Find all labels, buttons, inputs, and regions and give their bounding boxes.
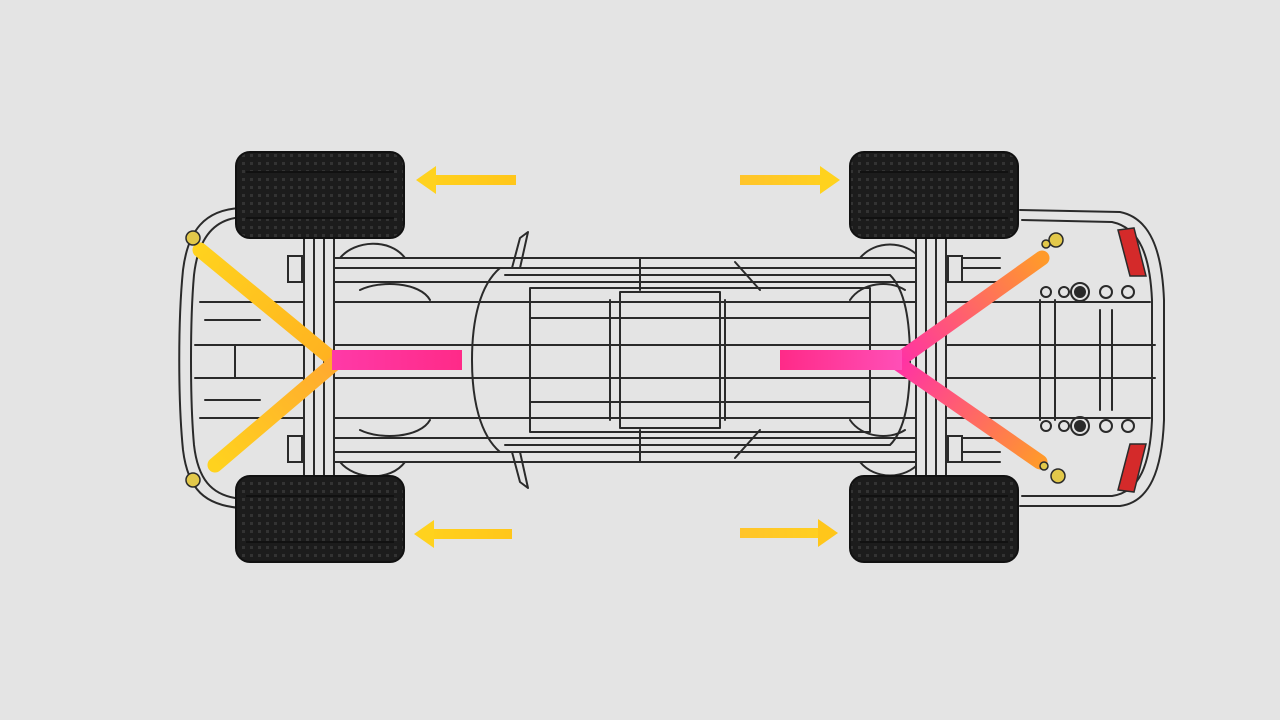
tail-light-bottom — [1117, 443, 1147, 493]
front-left-tire — [235, 151, 405, 239]
rear-right-arrow — [740, 519, 838, 547]
bolt-icon — [185, 230, 201, 246]
tail-lights — [1117, 227, 1147, 493]
tail-light-top — [1117, 227, 1147, 277]
rear-components — [1040, 282, 1135, 436]
rear-axle — [915, 235, 963, 477]
front-flow — [192, 242, 462, 473]
rear-left-arrow — [740, 166, 840, 194]
bolt-icon — [185, 472, 201, 488]
rear-left-tire — [849, 151, 1019, 239]
rear-right-tire — [849, 475, 1019, 563]
rear-flow — [780, 250, 1050, 470]
bolts — [185, 230, 1066, 488]
front-right-arrow — [414, 520, 512, 548]
bolt-icon — [1050, 468, 1066, 484]
front-left-arrow — [416, 166, 516, 194]
front-right-tire — [235, 475, 405, 563]
bolt-icon — [1048, 232, 1064, 248]
